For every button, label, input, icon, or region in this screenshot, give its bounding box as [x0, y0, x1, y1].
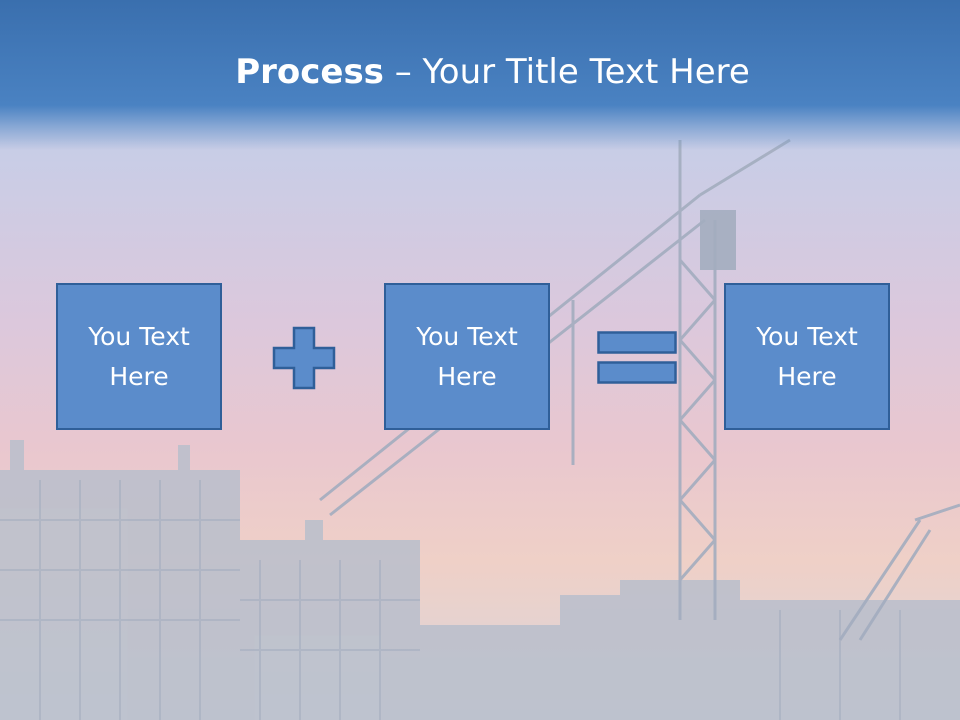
slide-title: Process – Your Title Text Here [0, 52, 960, 92]
text-box-2-label: You Text Here [416, 321, 518, 391]
equals-icon [597, 331, 677, 384]
text-box-3[interactable]: You Text Here [724, 283, 890, 430]
title-bold: Process [235, 52, 384, 92]
text-box-1[interactable]: You Text Here [56, 283, 222, 430]
text-box-3-label: You Text Here [756, 321, 858, 391]
title-rest: – Your Title Text Here [383, 52, 750, 92]
plus-icon [272, 326, 336, 390]
title-bar [0, 0, 960, 150]
text-box-1-label: You Text Here [88, 321, 190, 391]
text-box-2[interactable]: You Text Here [384, 283, 550, 430]
